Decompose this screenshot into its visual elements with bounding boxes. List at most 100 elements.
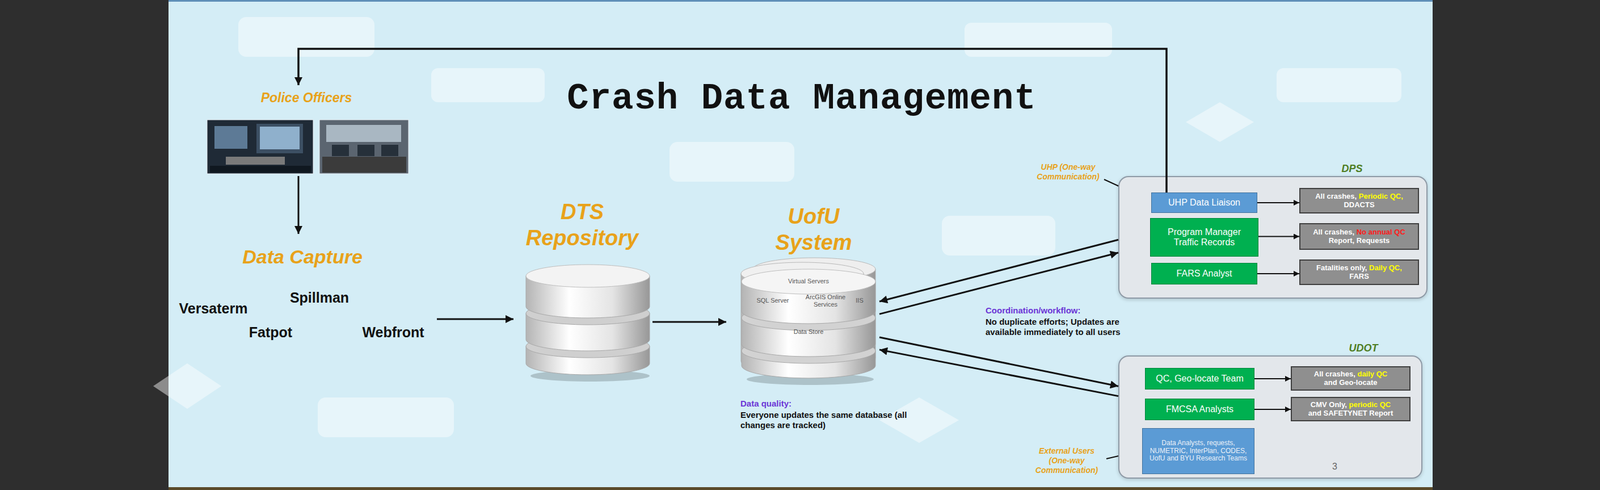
box-text: All crashes, (1314, 369, 1356, 378)
node-heading: UofU System (756, 203, 871, 256)
slide-bottom-strip (168, 486, 1433, 490)
text-position: Webfront (361, 323, 424, 341)
dispatch-photo (319, 119, 409, 174)
label-position: IIS (855, 296, 863, 305)
udot-panel: QC, Geo-locate TeamAll crashes,daily QCa… (1118, 355, 1423, 479)
text-position: UDOT (1349, 342, 1379, 355)
connector-arrow (1254, 377, 1291, 380)
note-body: No duplicate efforts; Updates are availa… (985, 316, 1156, 338)
box-text: DDACTS (1315, 200, 1404, 210)
box-text: FMCSA Analysts (1165, 403, 1234, 415)
photo-detail (256, 123, 303, 154)
photo-frame (207, 119, 314, 174)
note-body: Everyone updates the same database (all … (740, 409, 928, 431)
text-position: Data Capture (242, 245, 363, 269)
faint-shape (941, 215, 1056, 256)
label-position: SQL Server (756, 296, 789, 305)
result-box: All crashes,Periodic QC,DDACTS (1299, 187, 1420, 214)
dts-repository-node: DTS Repository (513, 198, 653, 381)
node-heading: Police Officers (260, 90, 353, 107)
title-position: Crash Data Management (518, 78, 1086, 120)
external-users-box: Data Analysts, requests, NUMETRIC, Inter… (1142, 427, 1255, 474)
highlight-text: Daily QC, (1369, 263, 1402, 272)
photo-detail (326, 124, 402, 142)
role-box: Program Manager Traffic Records (1150, 217, 1259, 257)
callout-note: External Users (One-way Communication) (1029, 445, 1104, 475)
connector-arrow (879, 337, 1119, 386)
photo-detail (357, 144, 375, 157)
police-officers-node: Police Officers (204, 85, 412, 176)
text-block: Program Manager Traffic Records (1155, 226, 1253, 248)
box-text: Program Manager Traffic Records (1155, 226, 1253, 248)
connector-arrow (879, 349, 1119, 397)
highlight-text: daily QC (1357, 369, 1388, 378)
text-block: QC, Geo-locate Team (1155, 373, 1244, 384)
label-position: Data Store (793, 327, 824, 336)
box-text: All crashes, (1312, 227, 1355, 237)
system-name: Fatpot (249, 323, 293, 341)
faint-shape (1276, 68, 1402, 103)
connector-arrow (1257, 272, 1300, 275)
panel-heading: DPS (1341, 162, 1363, 176)
role-box: QC, Geo-locate Team (1144, 367, 1255, 390)
text-block: All crashes,daily QCand Geo-locate (1314, 369, 1388, 387)
data-capture-node: Data CaptureVersaterm SpillmanFatpot Webfr… (170, 233, 437, 347)
disk-top (525, 264, 650, 288)
connector-arrow (879, 239, 1119, 302)
connector-arrow (1257, 201, 1300, 204)
highlight-text: periodic QC (1348, 400, 1391, 409)
role-box: FARS Analyst (1151, 262, 1258, 285)
box-text: and SAFETYNET Report (1308, 409, 1394, 418)
text-position: UofU System (756, 203, 871, 256)
system-name: Spillman (289, 288, 349, 306)
node-heading: Data Capture (242, 245, 363, 269)
slide-ground (168, 0, 1433, 487)
photo-detail (331, 144, 349, 157)
label-position: 3 (1332, 460, 1338, 472)
system-name: Webfront (361, 323, 424, 341)
connector-arrow (1258, 236, 1300, 238)
faint-shape (431, 68, 545, 103)
box-text: FARS (1316, 272, 1402, 281)
text-position: Fatpot (249, 323, 293, 341)
server-label: Data Store (793, 327, 824, 336)
liaison-box: UHP Data Liaison (1151, 192, 1258, 213)
label-position: No duplicate efforts; Updates are availa… (985, 316, 1156, 338)
connector-arrow (1254, 408, 1291, 410)
text-position: DPS (1341, 162, 1363, 176)
role-box: FMCSA Analysts (1144, 398, 1255, 420)
box-text: FARS Analyst (1176, 268, 1233, 279)
result-box: All crashes,daily QCand Geo-locate (1290, 365, 1411, 391)
text-block: All crashes,Periodic QC,DDACTS (1315, 192, 1404, 210)
faint-shape (1185, 102, 1254, 142)
faint-flowchart-pattern (153, 17, 1402, 443)
faint-shape (153, 363, 222, 409)
photo-detail (209, 165, 311, 173)
uofu-server-stack-symbol (740, 257, 876, 385)
connector-arrow (297, 175, 300, 234)
result-box: All crashes,No annual QCReport, Requests (1299, 222, 1420, 250)
label-position: Data quality: (740, 398, 792, 409)
faint-shape (669, 141, 795, 182)
text-block: UHP Data Liaison (1168, 197, 1241, 208)
faint-shape (317, 397, 454, 437)
connector-arrow (652, 321, 727, 323)
box-text: and Geo-locate (1314, 378, 1388, 387)
diagram-title: Crash Data Management (518, 78, 1086, 120)
box-text: Data Analysts, requests, NUMETRIC, Inter… (1147, 439, 1249, 463)
connector-arrow (436, 318, 514, 320)
text-position: DTS Repository (516, 199, 648, 251)
panel-heading: UDOT (1349, 342, 1379, 355)
server-label: IIS (855, 296, 863, 305)
dps-panel: UHP Data Liaison All crashes,Periodic QC,… (1118, 175, 1428, 299)
result-box: Fatalities only,Daily QC,FARS (1299, 259, 1420, 285)
box-text: Fatalities only, (1316, 263, 1367, 272)
server-label: SQL Server (756, 296, 789, 305)
text-position: Versaterm (179, 299, 248, 317)
photo-detail (214, 125, 248, 149)
server-label: Virtual Servers (788, 277, 829, 285)
highlight-text: No annual QC (1356, 227, 1406, 237)
photo-frame (319, 119, 409, 174)
text-block: Fatalities only,Daily QC,FARS (1316, 263, 1402, 281)
police-photo (207, 119, 314, 174)
